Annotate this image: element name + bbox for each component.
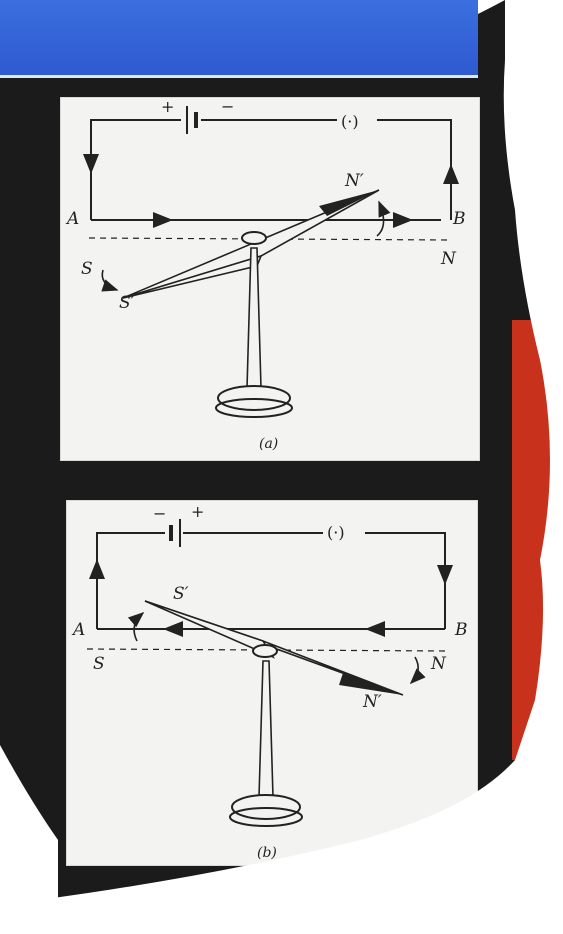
rotation-arrow-north xyxy=(376,200,391,237)
label-b: B xyxy=(452,209,466,229)
label-n: N xyxy=(430,654,447,674)
battery-plus-label: + xyxy=(191,502,204,521)
rotation-arrow-north xyxy=(409,656,426,685)
label-n-prime: N′ xyxy=(344,171,364,191)
battery-minus-label: − xyxy=(221,98,234,116)
circuit-wire xyxy=(96,532,446,629)
label-s: S xyxy=(93,654,105,674)
north-tip xyxy=(339,673,403,695)
needle-pivot xyxy=(252,644,278,658)
label-n-prime: N′ xyxy=(362,692,382,712)
label-s: S xyxy=(81,259,93,279)
battery-plus-label: + xyxy=(161,98,174,116)
figure-a-diagram: + − (·) A B N S N′ S′ (a) xyxy=(65,98,466,452)
figure-a-panel: + − (·) A B N S N′ S′ (a) xyxy=(60,97,480,461)
label-n: N xyxy=(440,249,457,269)
blue-banner xyxy=(0,0,478,78)
rotation-arrow-south xyxy=(101,269,119,292)
figure-a-caption: (a) xyxy=(259,436,278,452)
label-b: B xyxy=(454,620,468,640)
figure-b-caption: (b) xyxy=(257,845,277,861)
label-a: A xyxy=(65,209,79,229)
label-s-prime: S′ xyxy=(173,584,189,604)
label-s-prime: S′ xyxy=(119,293,135,313)
compass-needle-lower xyxy=(122,254,263,299)
label-a: A xyxy=(71,620,85,640)
meter-symbol: (·) xyxy=(341,112,359,131)
battery-minus-label: − xyxy=(153,504,166,523)
figure-b-diagram: − + (·) A B N S N′ S′ (b) xyxy=(71,502,468,861)
figure-b-panel: − + (·) A B N S N′ S′ (b) xyxy=(66,500,478,866)
rotation-arrow-south xyxy=(127,611,145,642)
stand-base-bottom xyxy=(215,398,293,418)
stand-base-bottom xyxy=(229,807,303,827)
meter-symbol: (·) xyxy=(327,523,345,542)
needle-pivot xyxy=(241,231,267,245)
north-tip xyxy=(319,190,379,216)
